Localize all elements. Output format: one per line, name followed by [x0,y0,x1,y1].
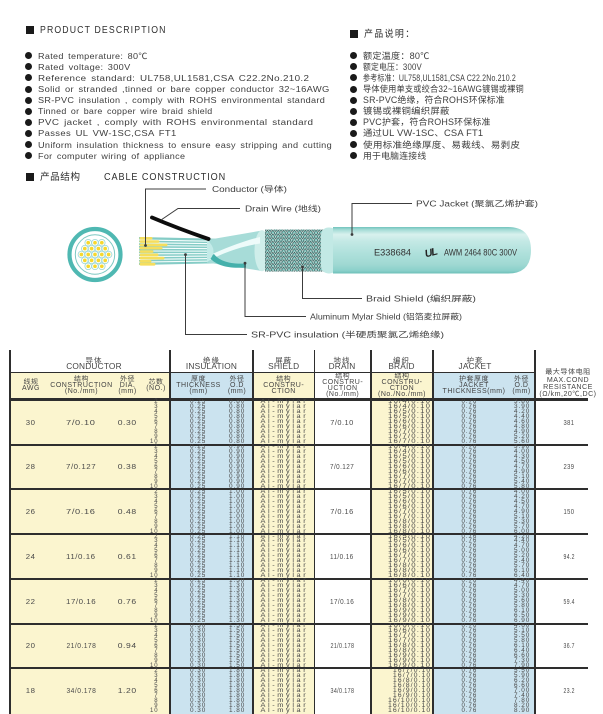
svg-text:E338684: E338684 [374,248,411,258]
svg-text:Conductor (导体): Conductor (导体) [212,185,287,194]
svg-text:UL: UL [424,246,439,261]
svg-text:Braid Shield (编织屏蔽): Braid Shield (编织屏蔽) [366,295,476,304]
svg-text:Aluminum Mylar Shield (铝箔麦拉屏蔽): Aluminum Mylar Shield (铝箔麦拉屏蔽) [310,313,462,322]
svg-text:SR-PVC insulation (半硬质聚氯乙烯绝缘): SR-PVC insulation (半硬质聚氯乙烯绝缘) [251,331,444,340]
svg-text:Drain Wire (地线): Drain Wire (地线) [245,205,321,214]
svg-text:PVC Jacket (聚氯乙烯护套): PVC Jacket (聚氯乙烯护套) [416,200,538,209]
svg-text:AWM 2464 80C 300V: AWM 2464 80C 300V [444,248,517,258]
